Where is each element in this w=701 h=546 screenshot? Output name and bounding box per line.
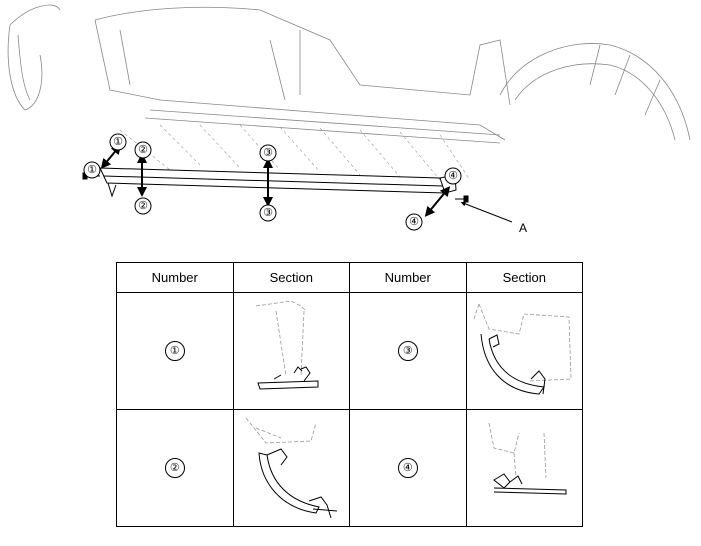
svg-text:③: ③ [263, 207, 273, 219]
number-badge: ① [164, 341, 185, 361]
header-number-1: Number [116, 262, 234, 293]
number-badge: ② [164, 458, 185, 478]
detail-a-pointer [460, 201, 513, 223]
svg-text:①: ① [113, 136, 123, 148]
svg-text:②: ② [138, 200, 148, 212]
table-header-row: Number Section Number Section [116, 262, 583, 293]
svg-text:④: ④ [409, 216, 419, 228]
section-drawing-4 [488, 422, 567, 495]
section-drawing-2 [245, 417, 338, 519]
callout-2-bottom: ② [134, 197, 152, 215]
measure-arrows [100, 144, 451, 217]
callout-3-top: ③ [259, 144, 277, 162]
section-drawing-3 [473, 303, 572, 395]
section-cell [465, 409, 583, 527]
svg-text:③: ③ [263, 147, 273, 159]
callout-4-bottom: ④ [405, 213, 423, 231]
vehicle-body-outline [7, 4, 691, 144]
callout-1-top: ① [109, 133, 127, 151]
svg-text:②: ② [138, 144, 148, 156]
projection-lines [119, 124, 471, 181]
number-cell: ② [116, 409, 234, 527]
section-cell [232, 409, 350, 527]
section-cell [465, 292, 583, 410]
detail-label-a: A [519, 221, 527, 235]
callout-4-top: ④ [444, 167, 462, 185]
number-cell: ① [116, 292, 234, 410]
number-cell: ④ [349, 409, 467, 527]
svg-text:④: ④ [448, 170, 458, 182]
section-table: Number Section Number Section ① [116, 262, 583, 527]
callout-1-bottom: ① [83, 161, 101, 179]
number-cell: ③ [349, 292, 467, 410]
header-section-1: Section [232, 262, 350, 293]
svg-text:①: ① [87, 164, 97, 176]
header-section-2: Section [465, 262, 583, 293]
header-number-2: Number [349, 262, 467, 293]
section-drawing-1 [256, 301, 319, 390]
section-cell [232, 292, 350, 410]
callout-3-bottom: ③ [259, 204, 277, 222]
side-sill-molding [99, 167, 457, 198]
callout-2-top: ② [134, 141, 152, 159]
table-row: ② ④ [116, 409, 583, 527]
side-sill-diagram: ① ① ② ② ③ ③ ④ ④ A [7, 4, 691, 235]
table-row: ① ③ [116, 292, 583, 410]
number-badge: ④ [397, 458, 418, 478]
number-badge: ③ [397, 341, 418, 361]
